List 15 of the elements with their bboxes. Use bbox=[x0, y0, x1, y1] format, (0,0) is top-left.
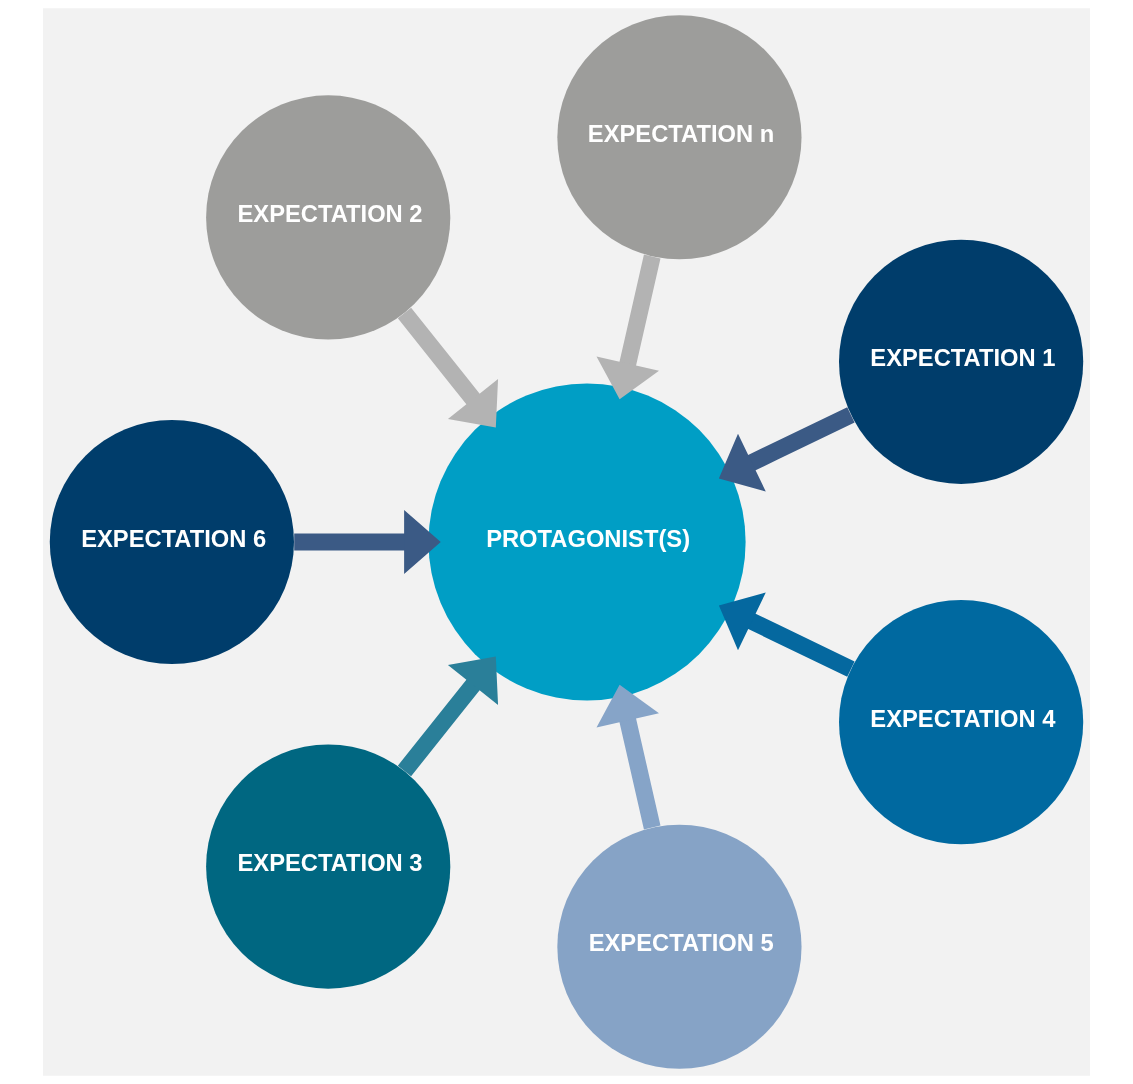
arrow bbox=[397, 307, 499, 428]
node-circle: EXPECTATION 6 bbox=[49, 419, 294, 665]
arrow bbox=[397, 656, 499, 777]
node-circle: EXPECTATION n bbox=[557, 15, 802, 260]
node-circle: EXPECTATION 5 bbox=[557, 824, 802, 1069]
node-circle: EXPECTATION 1 bbox=[839, 239, 1084, 484]
node-circle: PROTAGONIST(S) bbox=[428, 383, 746, 701]
arrow bbox=[596, 254, 661, 400]
arrow bbox=[596, 684, 661, 830]
node-circle: EXPECTATION 4 bbox=[839, 600, 1084, 845]
arrow bbox=[718, 592, 855, 677]
node-circle: EXPECTATION 2 bbox=[206, 95, 451, 340]
node-circle: EXPECTATION 3 bbox=[206, 744, 451, 989]
arrow bbox=[294, 509, 441, 575]
arrow bbox=[718, 407, 855, 492]
